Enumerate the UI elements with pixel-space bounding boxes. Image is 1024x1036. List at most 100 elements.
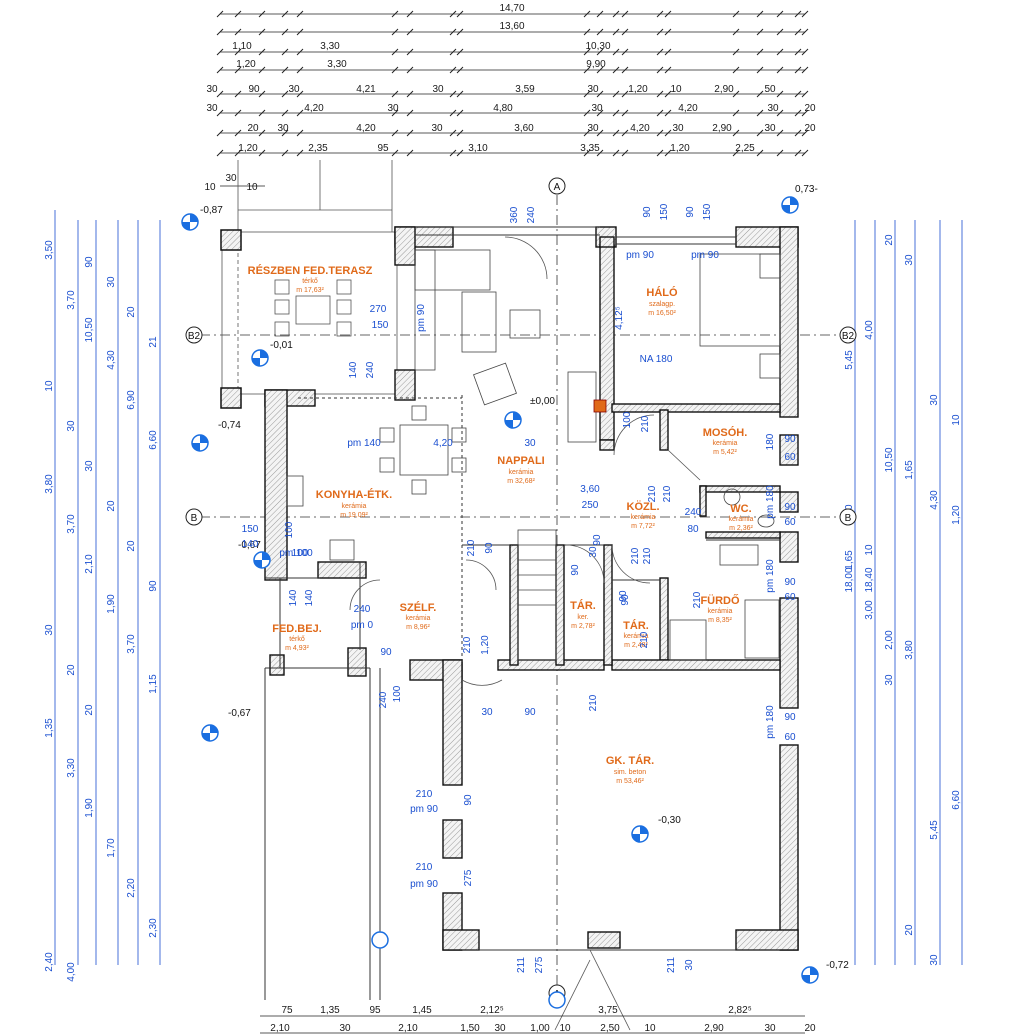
dimension-tick — [234, 90, 242, 98]
dimension-tick — [216, 10, 224, 18]
dimension-tick — [296, 109, 304, 117]
dim-14-70: 14,70 — [499, 3, 524, 14]
opening-dimension: 210 — [462, 636, 473, 653]
dimension-tick — [621, 90, 629, 98]
top-dimension-text: 14,70 13,60 1,10 3,30 10,30 1,20 3,30 9,… — [204, 3, 816, 193]
svg-text:30: 30 — [206, 84, 218, 95]
right-dimension-value: 3,80 — [904, 640, 915, 660]
dimension-tick — [612, 90, 620, 98]
dimension-tick — [583, 66, 591, 74]
left-dimension-value: 3,80 — [44, 474, 55, 494]
opening-dimension: 210 — [662, 485, 673, 502]
bottom-dimension-value: 30 — [764, 1023, 776, 1034]
dimension-tick — [281, 109, 289, 117]
dimension-tick — [456, 109, 464, 117]
svg-text:m 17,63²: m 17,63² — [296, 287, 324, 294]
dimension-tick — [449, 90, 457, 98]
dimension-tick — [794, 129, 802, 137]
bottom-dimension-value: 30 — [339, 1023, 351, 1034]
dimension-tick — [776, 109, 784, 117]
dimension-tick — [612, 66, 620, 74]
right-dimension-value: 30 — [929, 394, 940, 406]
dimension-tick — [596, 149, 604, 157]
left-dimension-chains — [54, 210, 161, 965]
dimension-tick — [732, 149, 740, 157]
svg-text:1,20: 1,20 — [236, 59, 256, 70]
dimension-tick — [234, 66, 242, 74]
level-value: -0,74 — [218, 420, 241, 431]
dimension-tick — [258, 109, 266, 117]
opening-dimension: 90 — [570, 564, 581, 576]
level-value: -0,67 — [228, 708, 251, 719]
room-garage: GK. TÁR. — [606, 754, 654, 767]
axis-markers: A A B B B2 B2 — [185, 177, 857, 1002]
left-dimension-value: 90 — [84, 256, 95, 268]
opening-dimension: 60 — [784, 517, 796, 528]
dimension-tick — [612, 10, 620, 18]
dimension-tick — [732, 129, 740, 137]
opening-dimension: 240 — [354, 604, 371, 615]
dimension-tick — [391, 48, 399, 56]
dimension-tick — [583, 28, 591, 36]
dimension-tick — [258, 66, 266, 74]
dimension-tick — [391, 149, 399, 157]
level-markers: -0,01-0,870,73--0,74±0,00-0,67-0,67-0,30… — [181, 184, 849, 1009]
left-dimension-value: 20 — [126, 540, 137, 552]
dimension-tick — [296, 48, 304, 56]
opening-dimension: 90 — [685, 206, 696, 218]
room-wc: WC. — [730, 503, 751, 515]
level-marker-icon — [801, 966, 819, 984]
dimension-tick — [456, 129, 464, 137]
opening-dimension: 270 — [370, 304, 387, 315]
dimension-tick — [756, 109, 764, 117]
left-dimension-value: 1,35 — [44, 718, 55, 738]
room-bedroom: HÁLÓ — [646, 286, 678, 299]
dimension-tick — [801, 109, 809, 117]
dimension-tick — [456, 28, 464, 36]
dimension-tick — [756, 90, 764, 98]
dimension-tick — [801, 66, 809, 74]
dimension-tick — [664, 129, 672, 137]
opening-dimension: 210 — [640, 415, 651, 432]
svg-text:30: 30 — [206, 103, 218, 114]
svg-text:4,20: 4,20 — [678, 103, 698, 114]
left-dimension-value: 1,90 — [106, 594, 117, 614]
room-vestibule: SZÉLF. — [400, 601, 437, 614]
svg-text:3,59: 3,59 — [515, 84, 535, 95]
bottom-dimension-chains — [260, 1015, 805, 1034]
dimension-tick — [406, 48, 414, 56]
dimension-tick — [406, 90, 414, 98]
bottom-dimension-value: 3,75 — [598, 1005, 618, 1016]
level-value: -0,67 — [238, 540, 261, 551]
left-dimension-value: 90 — [148, 580, 159, 592]
level-marker-icon — [371, 931, 389, 949]
svg-text:20: 20 — [804, 123, 816, 134]
left-dimension-value: 21 — [148, 336, 159, 348]
room-storage-2: TÁR. — [623, 619, 649, 632]
svg-text:1,20: 1,20 — [628, 84, 648, 95]
dimension-tick — [801, 48, 809, 56]
left-dimension-value: 1,70 — [106, 838, 117, 858]
opening-dimension: 240 — [526, 206, 537, 223]
dimension-tick — [406, 66, 414, 74]
dimension-tick — [801, 90, 809, 98]
svg-text:m 5,42²: m 5,42² — [713, 449, 737, 456]
opening-dimension: 4,20 — [433, 438, 453, 449]
svg-text:3,30: 3,30 — [320, 41, 340, 52]
dimension-tick — [406, 10, 414, 18]
svg-text:m 7,72²: m 7,72² — [631, 523, 655, 530]
opening-dimension: 140 — [288, 589, 299, 606]
dimension-tick — [281, 129, 289, 137]
svg-text:30: 30 — [432, 84, 444, 95]
opening-dimension: 210 — [588, 694, 599, 711]
opening-dimension: 100 — [392, 685, 403, 702]
dimension-tick — [656, 129, 664, 137]
opening-dimension: 210 — [416, 862, 433, 873]
dimension-tick — [406, 149, 414, 157]
svg-text:1,20: 1,20 — [670, 143, 690, 154]
dimension-tick — [756, 28, 764, 36]
svg-text:30: 30 — [672, 123, 684, 134]
svg-text:kerámia: kerámia — [624, 633, 649, 640]
stairs — [517, 529, 557, 661]
